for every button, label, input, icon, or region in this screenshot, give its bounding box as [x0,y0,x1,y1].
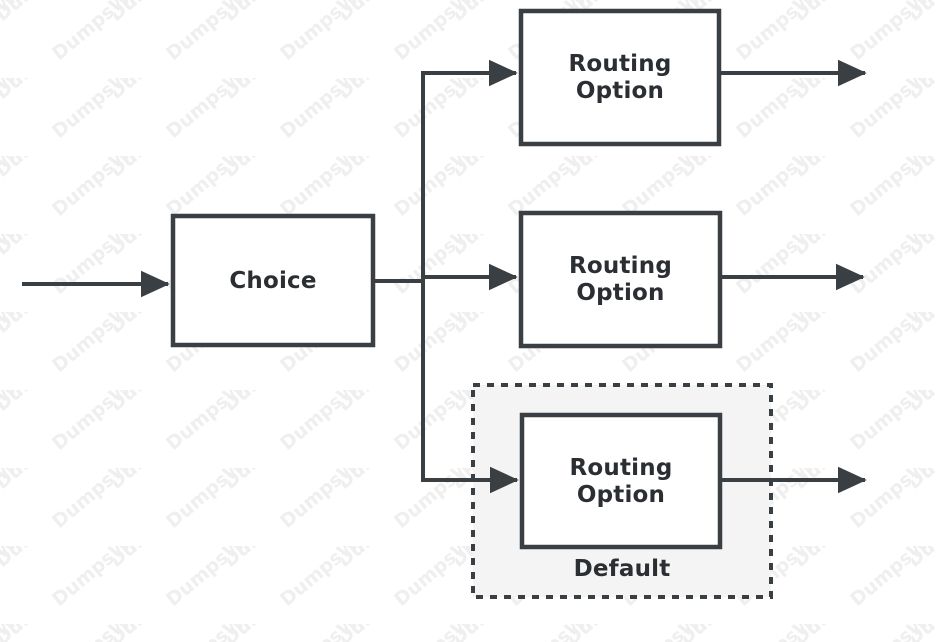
routing-option-3-box[interactable] [519,412,723,550]
routing-option-2-box[interactable] [518,210,723,349]
routing-option-1-box[interactable] [518,8,722,147]
choice-node-box[interactable] [170,213,376,348]
